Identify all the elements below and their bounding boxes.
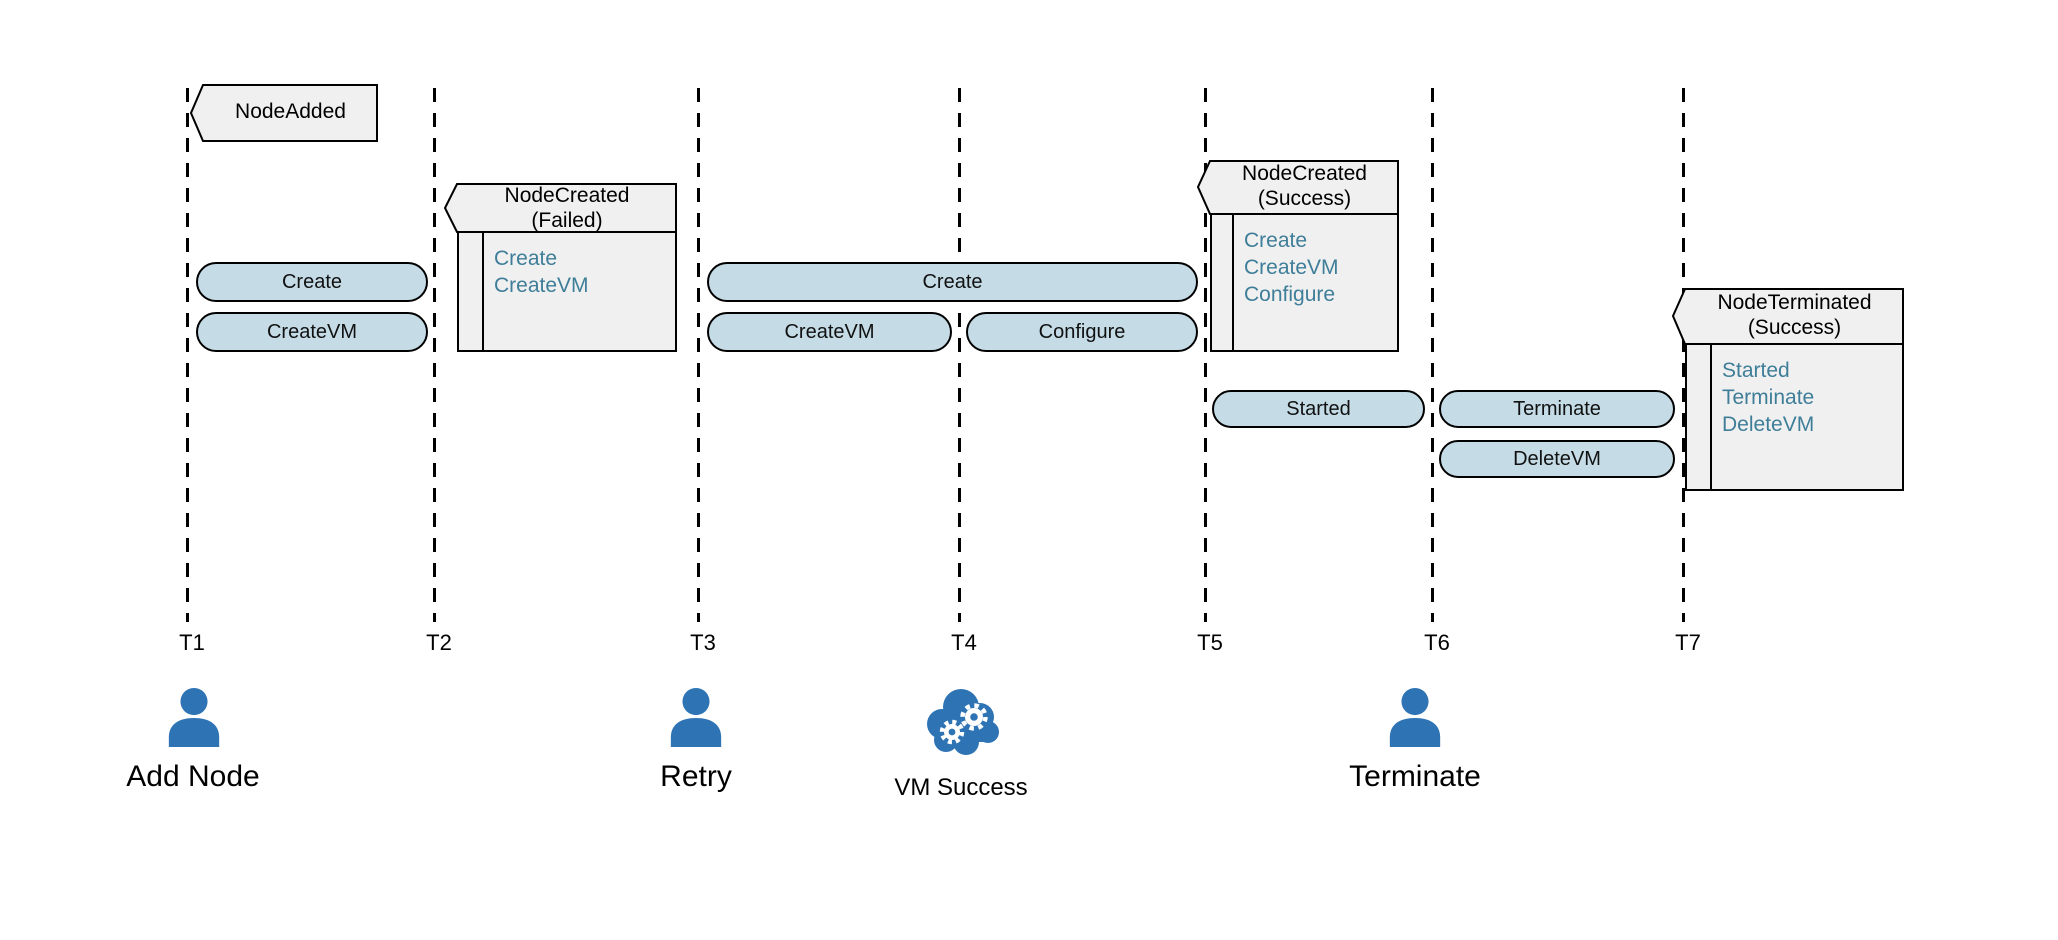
flag-banner-shape — [1197, 160, 1399, 215]
actor-label-add-node: Add Node — [126, 760, 260, 793]
flag-banner-shape — [444, 183, 677, 233]
flag-pole — [1210, 213, 1234, 352]
flag-subtitle: (Success) — [1747, 316, 1842, 339]
timeline-line-t6 — [1431, 88, 1434, 622]
flag-pole — [457, 231, 484, 352]
flag-subtitle: (Success) — [1257, 187, 1352, 210]
timeline-line-t1 — [186, 88, 189, 622]
operation-pill-createvm-1: CreateVM — [196, 312, 428, 352]
flag-title: NodeTerminated (Success) — [1685, 290, 1904, 340]
operation-pill-configure: Configure — [966, 312, 1198, 352]
timeline-line-t3 — [697, 88, 700, 622]
tick-label-t7: T7 — [1675, 630, 1701, 655]
flag-banner-shape — [190, 84, 378, 142]
timeline-line-t2 — [433, 88, 436, 622]
flag-note: Create CreateVM — [482, 231, 677, 352]
flag-title-line: NodeTerminated — [1717, 291, 1872, 314]
actor-label-terminate: Terminate — [1349, 760, 1481, 793]
flag-note: Create CreateVM Configure — [1232, 213, 1399, 352]
note-item: Create — [1244, 229, 1308, 252]
operation-pill-terminate: Terminate — [1439, 390, 1675, 428]
flag-title-line: NodeCreated — [1242, 162, 1367, 185]
note-item: Configure — [1244, 283, 1336, 306]
note-item: CreateVM — [1244, 256, 1339, 279]
operation-pill-deletevm: DeleteVM — [1439, 440, 1675, 478]
tick-label-t5: T5 — [1197, 630, 1223, 655]
tick-label-t4: T4 — [951, 630, 977, 655]
gear-icon — [939, 719, 965, 745]
operation-pill-started: Started — [1212, 390, 1425, 428]
flag-title: NodeAdded — [235, 100, 346, 123]
tick-label-t2: T2 — [426, 630, 452, 655]
operation-pill-create-2: Create — [707, 262, 1198, 302]
timeline-line-t4 — [958, 88, 961, 622]
operation-pill-createvm-2: CreateVM — [707, 312, 952, 352]
person-icon — [1389, 687, 1441, 747]
note-item: Create — [494, 247, 558, 270]
note-item: Started — [1722, 359, 1790, 382]
actor-label-retry: Retry — [660, 760, 732, 793]
actor-label-vm-success: VM Success — [894, 774, 1028, 801]
tick-label-t1: T1 — [179, 630, 205, 655]
flag-note: Started Terminate DeleteVM — [1710, 343, 1904, 491]
timeline-line-t7 — [1682, 88, 1685, 622]
timeline-line-t5 — [1204, 88, 1207, 622]
note-item: CreateVM — [494, 274, 589, 297]
operation-pill-create-1: Create — [196, 262, 428, 302]
note-item: DeleteVM — [1722, 413, 1815, 436]
cloud-gears-icon — [927, 689, 999, 755]
flag-title: NodeCreated (Failed) — [457, 183, 677, 233]
flag-banner-shape — [1672, 288, 1904, 345]
person-icon — [168, 687, 220, 747]
person-icon — [670, 687, 722, 747]
flag-title-line: NodeCreated — [504, 184, 630, 207]
flag-pole — [1685, 343, 1712, 491]
note-item: Terminate — [1722, 386, 1815, 409]
flag-subtitle: (Failed) — [531, 209, 603, 232]
tick-label-t3: T3 — [690, 630, 716, 655]
gear-icon — [960, 703, 988, 731]
flag-title: NodeCreated (Success) — [1210, 161, 1399, 211]
tick-label-t6: T6 — [1424, 630, 1450, 655]
